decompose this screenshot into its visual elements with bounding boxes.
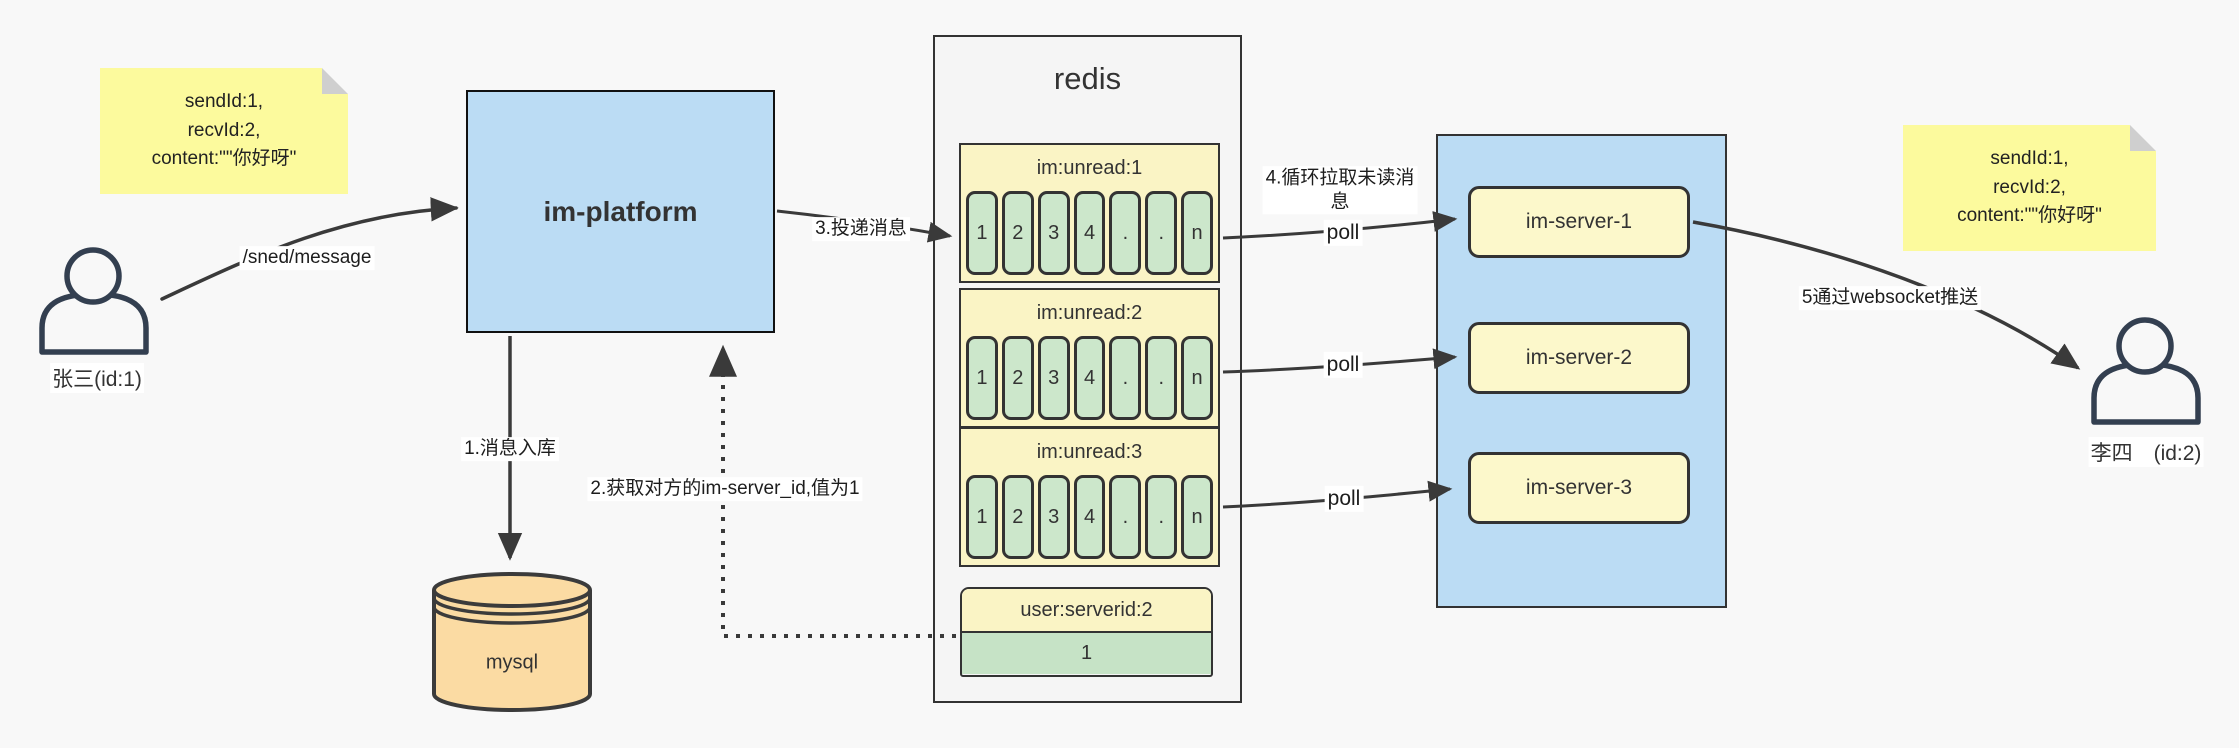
queue-cell: 1 — [966, 475, 998, 559]
queue-cell: . — [1145, 191, 1178, 275]
im-server-1-node: im-server-1 — [1468, 186, 1690, 258]
send-endpoint-label: /sned/message — [239, 246, 375, 270]
queue-cell: 3 — [1037, 336, 1070, 420]
queue-cells-row: 1 2 3 4 . . n — [961, 475, 1218, 559]
queue-cell: 4 — [1073, 475, 1106, 559]
queue-cell: 3 — [1037, 475, 1070, 559]
poll-label-1: poll — [1323, 219, 1363, 247]
step2-label: 2.获取对方的im-server_id,值为1 — [587, 477, 863, 501]
im-platform-label: im-platform — [543, 195, 698, 227]
queue-cell: . — [1109, 336, 1142, 420]
sender-actor-label: 张三(id:1) — [50, 363, 144, 393]
queue-cell: 2 — [1001, 336, 1034, 420]
mysql-cylinder-icon — [432, 572, 592, 712]
queue-cell: 4 — [1073, 336, 1106, 420]
note-line: content:""你好呀" — [151, 148, 297, 170]
queue-header: im:unread:1 — [1036, 156, 1143, 179]
queue-cell: n — [1181, 336, 1214, 420]
receiver-person-icon — [2091, 317, 2201, 425]
note-line: recvId:2, — [187, 119, 261, 141]
user-serverid-value: 1 — [962, 633, 1211, 674]
queue-cell: . — [1109, 475, 1142, 559]
step1-label: 1.消息入库 — [461, 437, 559, 461]
note-line: content:""你好呀" — [1957, 205, 2102, 227]
im-server-2-node: im-server-2 — [1468, 322, 1690, 394]
note-line: sendId:1, — [184, 91, 264, 113]
user-serverid-box: user:serverid:2 1 — [960, 587, 1213, 677]
queue-cells-row: 1 2 3 4 . . n — [961, 336, 1218, 420]
step4-label: 4.循环拉取未读消 息 — [1262, 166, 1418, 214]
queue-cell: 1 — [966, 336, 998, 420]
im-platform-node: im-platform — [466, 90, 775, 333]
queue-header: im:unread:2 — [1036, 301, 1143, 324]
step4-line1: 4.循环拉取未读消 — [1265, 167, 1415, 189]
redis-container: redis im:unread:1 1 2 3 4 . . n im:unrea… — [933, 35, 1242, 703]
step5-label: 5通过websocket推送 — [1798, 286, 1982, 310]
step4-line2: 息 — [1330, 191, 1350, 212]
sender-person-icon — [39, 247, 149, 355]
poll-label-2: poll — [1323, 351, 1363, 379]
queue-cell: 3 — [1037, 191, 1070, 275]
queue-cell: . — [1109, 191, 1142, 275]
receiver-message-note: sendId:1, recvId:2, content:""你好呀" — [1903, 125, 2156, 251]
queue-cell: n — [1181, 191, 1214, 275]
queue-cell: . — [1145, 475, 1178, 559]
queue-cell: 4 — [1073, 191, 1106, 275]
poll-label-3: poll — [1324, 485, 1364, 513]
im-server-3-node: im-server-3 — [1468, 452, 1690, 524]
receiver-actor-label: 李四 (id:2) — [2088, 437, 2204, 467]
queue-im-unread-3: im:unread:3 1 2 3 4 . . n — [959, 427, 1220, 567]
redis-title: redis — [1053, 61, 1122, 96]
step3-label: 3.投递消息 — [812, 217, 910, 241]
mysql-label: mysql — [485, 651, 539, 674]
queue-cell: . — [1145, 336, 1178, 420]
queue-im-unread-2: im:unread:2 1 2 3 4 . . n — [959, 288, 1220, 428]
queue-cell: 2 — [1001, 191, 1034, 275]
note-line: sendId:1, — [1990, 148, 2069, 170]
queue-im-unread-1: im:unread:1 1 2 3 4 . . n — [959, 143, 1220, 283]
queue-cells-row: 1 2 3 4 . . n — [961, 191, 1218, 275]
user-serverid-header: user:serverid:2 — [962, 589, 1211, 633]
queue-cell: 2 — [1001, 475, 1034, 559]
note-line: recvId:2, — [1993, 176, 2066, 198]
queue-header: im:unread:3 — [1036, 440, 1143, 463]
queue-cell: 1 — [966, 191, 998, 275]
im-server-cluster: im-server-1 im-server-2 im-server-3 — [1436, 134, 1727, 608]
queue-cell: n — [1181, 475, 1214, 559]
sender-message-note: sendId:1, recvId:2, content:""你好呀" — [100, 68, 348, 194]
